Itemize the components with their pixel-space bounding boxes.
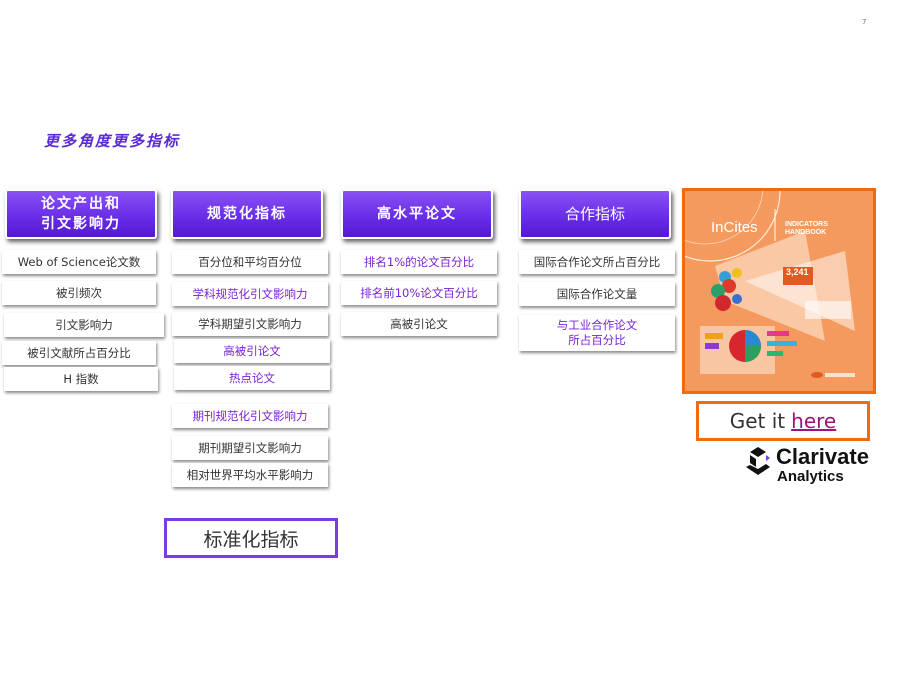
metric-wos-docs[interactable]: Web of Science论文数 — [2, 250, 156, 274]
handbook-title: INDICATORS HANDBOOK — [785, 221, 828, 237]
category-title-line: 论文产出和 — [41, 196, 121, 212]
metric-jnci[interactable]: 期刊规范化引文影响力 — [172, 404, 328, 428]
metric-hot-papers[interactable]: 热点论文 — [174, 366, 330, 390]
metric-h-index[interactable]: H 指数 — [4, 367, 158, 391]
handbook-title-line1: INDICATORS — [785, 221, 828, 228]
category-title: 高水平论文 — [377, 206, 457, 222]
category-collaboration[interactable]: 合作指标 — [519, 189, 671, 239]
metric-times-cited[interactable]: 被引频次 — [2, 281, 156, 305]
metric-category-expected[interactable]: 学科期望引文影响力 — [172, 312, 328, 336]
clarivate-name: Clarivate — [776, 444, 869, 469]
metric-cnci[interactable]: 学科规范化引文影响力 — [172, 282, 328, 306]
clarivate-mark-icon — [746, 447, 770, 475]
metric-citation-impact[interactable]: 引文影响力 — [4, 313, 164, 337]
get-it-text: Get it — [729, 409, 786, 433]
metric-cited-pct[interactable]: 被引文献所占百分比 — [2, 341, 156, 365]
category-title: 合作指标 — [564, 205, 625, 223]
metric-top10-pct[interactable]: 排名前10%论文百分比 — [341, 281, 497, 305]
metric-top1-pct[interactable]: 排名1%的论文百分比 — [341, 250, 497, 274]
handbook-cover[interactable]: InCites INDICATORS HANDBOOK 3,241 — [639, 120, 876, 394]
metric-highly-cited[interactable]: 高被引论文 — [174, 339, 330, 363]
handbook-title-line2: HANDBOOK — [785, 229, 827, 236]
handbook-cover-art — [639, 120, 873, 391]
standardized-metrics-label: 标准化指标 — [164, 518, 338, 558]
page-heading: 更多角度更多指标 — [44, 132, 181, 150]
category-title: 规范化指标 — [207, 206, 287, 222]
metric-percentile[interactable]: 百分位和平均百分位 — [172, 250, 328, 274]
metric-intl-collab-pct[interactable]: 国际合作论文所占百分比 — [519, 250, 675, 274]
category-high-level[interactable]: 高水平论文 — [341, 189, 493, 239]
metric-journal-expected[interactable]: 期刊期望引文影响力 — [172, 436, 328, 460]
metric-industry-collab-pct[interactable]: 与工业合作论文所占百分比 — [519, 315, 675, 351]
metric-intl-collab-count[interactable]: 国际合作论文量 — [519, 282, 675, 306]
category-normalized[interactable]: 规范化指标 — [171, 189, 323, 239]
handbook-stat: 3,241 — [786, 267, 809, 277]
get-it-here-link[interactable]: here — [791, 409, 837, 433]
metric-highly-cited-papers[interactable]: 高被引论文 — [341, 312, 497, 336]
clarivate-sub: Analytics — [777, 468, 844, 485]
metric-world-average[interactable]: 相对世界平均水平影响力 — [172, 463, 328, 487]
clarivate-logo: Clarivate Analytics — [744, 444, 874, 488]
page-number: 7 — [862, 18, 867, 26]
category-output-impact[interactable]: 论文产出和 引文影响力 — [5, 189, 157, 239]
handbook-brand: InCites — [711, 219, 758, 236]
category-title-line: 引文影响力 — [41, 216, 121, 232]
get-it-box: Get it here — [696, 401, 870, 441]
